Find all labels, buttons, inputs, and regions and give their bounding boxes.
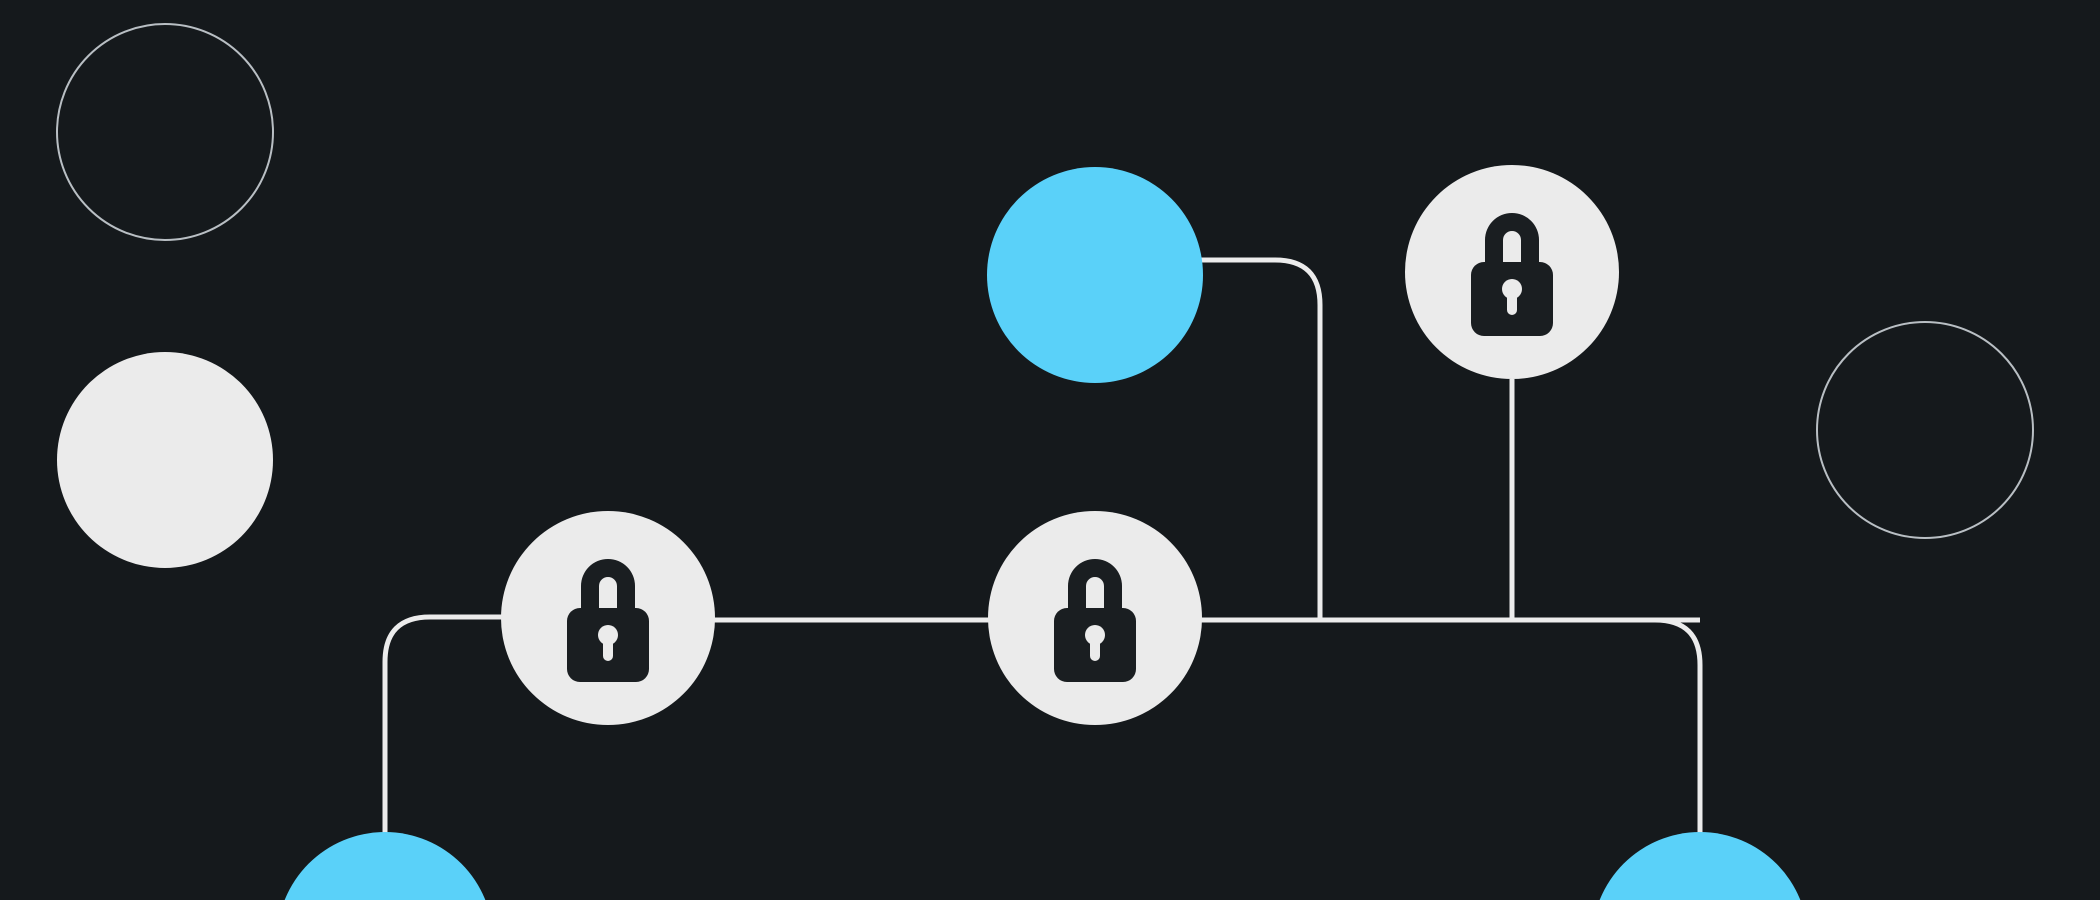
lock-node-center[interactable] <box>988 511 1202 725</box>
outline-circle-top-left-node[interactable] <box>56 23 274 241</box>
lock-icon <box>1035 548 1155 688</box>
accent-circle-bottom-left-node[interactable] <box>277 832 493 900</box>
outline-circle-right-node[interactable] <box>1816 321 2034 539</box>
connector-bus-to-bottom-right-accent <box>1654 617 1703 845</box>
lock-node-top-right[interactable] <box>1405 165 1619 379</box>
lock-icon <box>548 548 668 688</box>
nodes-layer <box>56 23 2034 900</box>
lock-node-left[interactable] <box>501 511 715 725</box>
connector-accent-top-to-bus <box>1200 257 1323 620</box>
filled-circle-left-node[interactable] <box>57 352 273 568</box>
connector-left-lock-to-bottom-left-accent <box>382 614 503 840</box>
accent-circle-top-node[interactable] <box>987 167 1203 383</box>
lock-icon <box>1452 202 1572 342</box>
accent-circle-bottom-right-node[interactable] <box>1592 832 1808 900</box>
